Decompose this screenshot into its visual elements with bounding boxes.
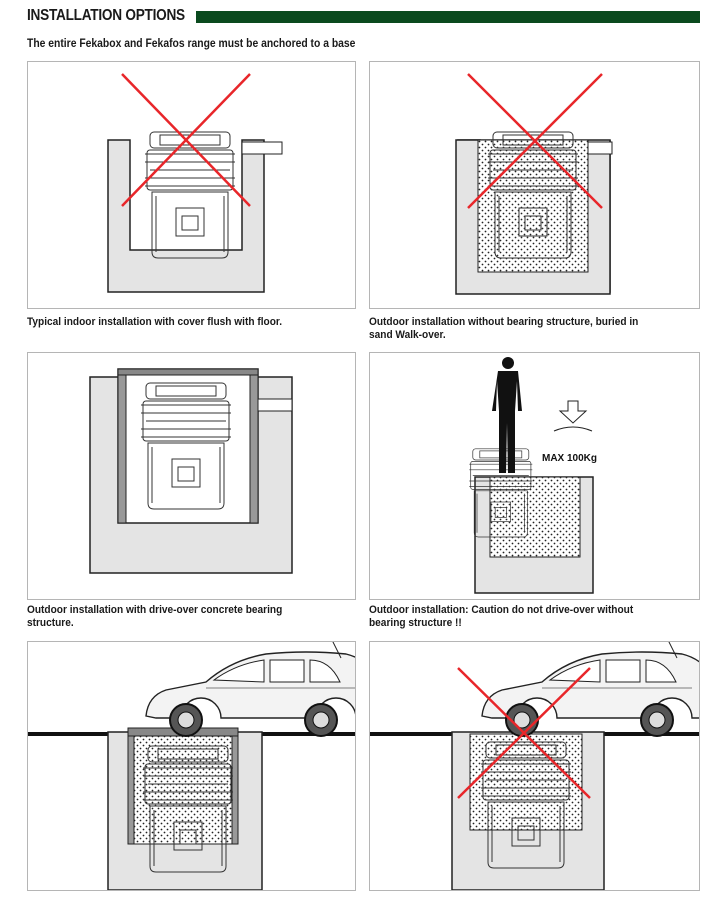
panel-walkover: MAX 100Kg <box>369 352 700 600</box>
caption-sand: Outdoor installation without bearing str… <box>369 316 639 341</box>
header-accent-bar <box>196 11 700 23</box>
cross-mark-icon <box>457 667 591 799</box>
panel-sand <box>369 61 700 309</box>
load-label: MAX 100Kg <box>542 453 597 464</box>
caption-walkover: Outdoor installation: Caution do not dri… <box>369 604 634 629</box>
caption-concrete: Outdoor installation with drive-over con… <box>27 604 283 629</box>
caption-indoor: Typical indoor installation with cover f… <box>27 316 283 328</box>
panel-driveover-ok <box>27 641 356 891</box>
load-arrow-icon <box>553 400 593 432</box>
cross-mark-icon <box>121 73 251 207</box>
page-title: INSTALLATION OPTIONS <box>27 7 185 24</box>
page-subtitle: The entire Fekabox and Fekafos range mus… <box>27 38 356 50</box>
cross-mark-icon <box>467 73 603 209</box>
car-icon <box>481 642 699 737</box>
panel-indoor <box>27 61 356 309</box>
person-silhouette-icon <box>492 357 522 473</box>
car-icon <box>145 642 355 737</box>
panel-driveover-bad <box>369 641 700 891</box>
panel-concrete <box>27 352 356 600</box>
